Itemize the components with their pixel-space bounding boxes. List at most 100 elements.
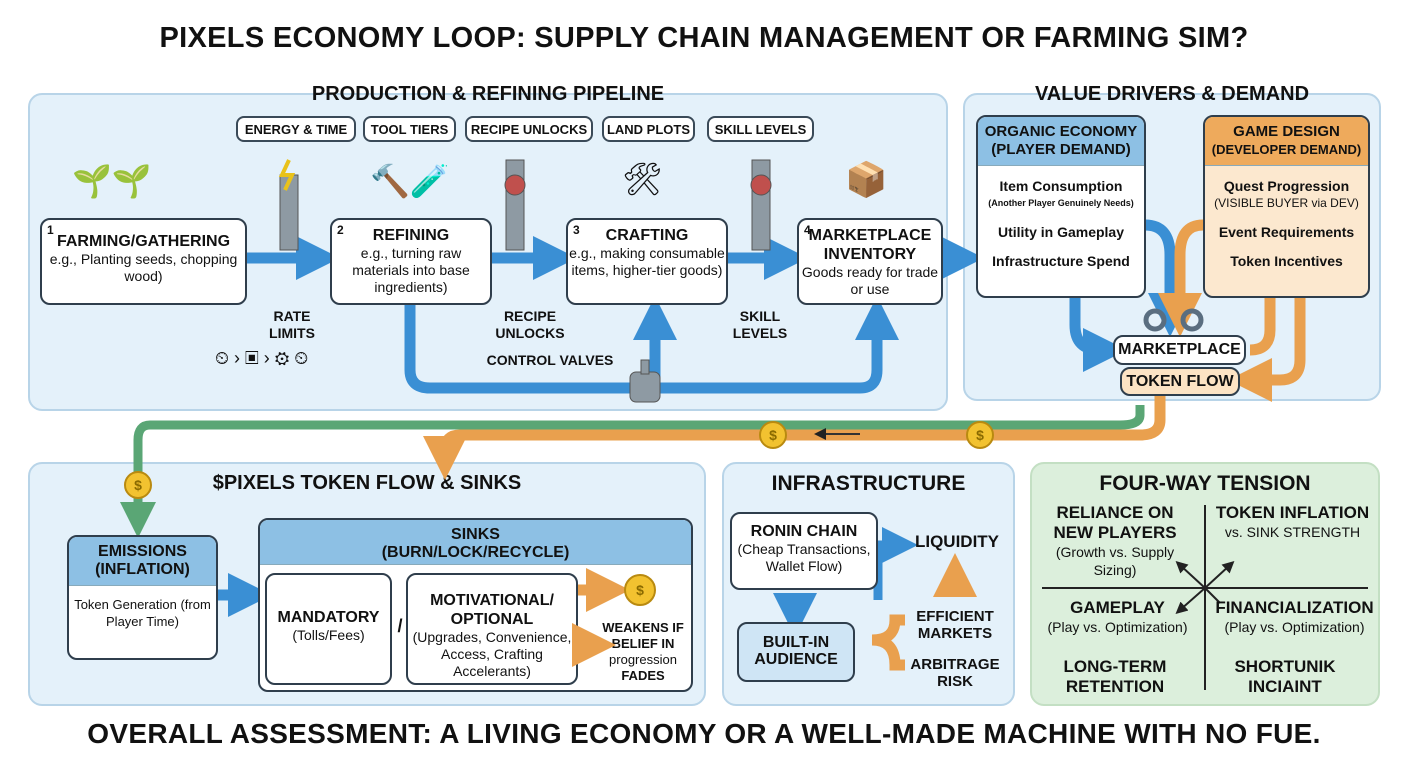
optional-sink: MOTIVATIONAL/ OPTIONAL(Upgrades, Conveni… xyxy=(406,573,578,685)
weakens-line: FADES xyxy=(621,668,665,683)
design-subtitle: (DEVELOPER DEMAND) xyxy=(1211,142,1362,157)
main-title: PIXELS ECONOMY LOOP: SUPPLY CHAIN MANAGE… xyxy=(159,22,1249,54)
tag-tool-tiers: TOOL TIERS xyxy=(363,116,456,142)
design-item-note: (VISIBLE BUYER via DEV) xyxy=(1214,196,1359,210)
ronin-chain-box: RONIN CHAIN(Cheap Transactions, Wallet F… xyxy=(730,512,878,590)
q-desc: (Play vs. Optimization) xyxy=(1224,619,1365,635)
q-title: LONG-TERM RETENTION xyxy=(1063,657,1167,696)
recipe-unlocks-label: RECIPE UNLOCKS xyxy=(495,308,565,341)
q-desc: vs. SINK STRENGTH xyxy=(1224,524,1361,540)
tension-cross xyxy=(1042,505,1368,690)
stage-title: FARMING/GATHERING xyxy=(56,233,231,250)
svg-text:$: $ xyxy=(134,477,142,493)
organic-title: ORGANIC ECONOMY xyxy=(984,123,1138,140)
control-valves-label: CONTROL VALVES xyxy=(486,352,614,368)
tension-token-inflation: TOKEN INFLATION vs. SINK STRENGTH xyxy=(1215,503,1370,541)
q-desc: (Play vs. Optimization) xyxy=(1047,619,1188,635)
game-design-box: GAME DESIGN (DEVELOPER DEMAND) Quest Prog… xyxy=(1203,115,1370,298)
stage-desc: e.g., making consumable items, higher-ti… xyxy=(569,245,725,278)
energy-icon xyxy=(278,159,296,191)
emissions-title: EMISSIONS (INFLATION) xyxy=(69,537,216,586)
q-title: FINANCIALIZATION xyxy=(1215,598,1374,617)
design-item: Event Requirements xyxy=(1218,224,1355,240)
arbitrage-risk-label: ARBITRAGE RISK xyxy=(910,656,1000,690)
organic-economy-box: ORGANIC ECONOMY(PLAYER DEMAND) Item Cons… xyxy=(976,115,1146,298)
design-item: Quest Progression xyxy=(1223,178,1350,194)
mandatory-sink: MANDATORY(Tolls/Fees) xyxy=(265,573,392,685)
tension-short-term: SHORTUNIK INCIAINT xyxy=(1225,657,1345,697)
stage-number: 4 xyxy=(804,223,811,237)
q-title: RELIANCE ON NEW PLAYERS xyxy=(1053,503,1177,542)
q-desc: (Growth vs. Supply Sizing) xyxy=(1055,544,1175,578)
built-in-audience-box: BUILT-IN AUDIENCE xyxy=(737,622,855,682)
organic-subtitle: (PLAYER DEMAND) xyxy=(991,141,1131,158)
emission-arrow xyxy=(120,405,1145,538)
q-title: TOKEN INFLATION xyxy=(1215,503,1370,522)
organic-item: Infrastructure Spend xyxy=(992,253,1130,269)
token-flow-box: TOKEN FLOW xyxy=(1120,367,1240,396)
coin-icons xyxy=(124,421,994,499)
tension-financialization: FINANCIALIZATION (Play vs. Optimization) xyxy=(1212,598,1377,636)
infra-title: INFRASTRUCTURE xyxy=(771,472,966,495)
tension-reliance: RELIANCE ON NEW PLAYERS(Growth vs. Suppl… xyxy=(1040,503,1190,579)
marketplace-box: MARKETPLACE xyxy=(1113,335,1246,365)
stage-desc: e.g., Planting seeds, chopping wood) xyxy=(49,251,238,284)
tools-icon: 🛠 xyxy=(622,161,663,197)
q-title: GAMEPLAY xyxy=(1070,598,1165,617)
weakens-line: WEAKENS IF xyxy=(602,620,684,635)
design-item: Token Incentives xyxy=(1230,253,1343,269)
gear-icons xyxy=(1143,308,1204,332)
tag-recipe-unlocks: RECIPE UNLOCKS xyxy=(465,116,593,142)
sinks-title: SINKS xyxy=(451,526,500,543)
plant-seedling-icon: 🌱🌱 xyxy=(72,163,152,199)
clock-gear-icons: ⏲ › ▣ › ⚙ ⏲ xyxy=(215,348,309,368)
crate-icon: 📦 xyxy=(845,161,888,199)
stage-number: 1 xyxy=(47,223,54,237)
weakens-line: BELIEF IN xyxy=(611,636,675,651)
tension-long-term: LONG-TERM RETENTION xyxy=(1055,657,1175,697)
design-title: GAME DESIGN xyxy=(1233,123,1340,140)
rate-limits-label: RATE LIMITS xyxy=(269,308,315,341)
stage-title: REFINING xyxy=(372,227,450,244)
hammer-flask-icon: 🔨🧪 xyxy=(370,163,450,199)
efficient-markets-label: EFFICIENT MARKETS xyxy=(916,608,994,642)
q-title: SHORTUNIK INCIAINT xyxy=(1234,657,1336,696)
svg-text:$: $ xyxy=(769,427,777,443)
ronin-title: RONIN CHAIN xyxy=(750,523,858,540)
optional-desc: (Upgrades, Convenience, Access, Crafting… xyxy=(412,629,572,679)
tension-title: FOUR-WAY TENSION xyxy=(1099,472,1311,495)
liquidity-label: LIQUIDITY xyxy=(914,532,1000,551)
organic-item: Item Consumption xyxy=(999,178,1123,194)
tag-land-plots: LAND PLOTS xyxy=(602,116,695,142)
stage-number: 2 xyxy=(337,223,344,237)
control-valve-icon xyxy=(629,359,661,403)
stage-desc: Goods ready for trade or use xyxy=(801,264,939,297)
footer-assessment: OVERALL ASSESSMENT: A LIVING ECONOMY OR … xyxy=(87,718,1321,749)
stage-title: CRAFTING xyxy=(605,227,689,244)
sink-separator: / xyxy=(397,616,403,636)
demand-title: VALUE DRIVERS & DEMAND xyxy=(1034,83,1310,105)
emissions-desc: Token Generation (from Player Time) xyxy=(74,597,211,629)
tag-skill-levels: SKILL LEVELS xyxy=(707,116,814,142)
sinks-subtitle: (BURN/LOCK/RECYCLE) xyxy=(381,544,570,561)
organic-item: Utility in Gameplay xyxy=(997,224,1125,240)
stage-title: MARKETPLACE INVENTORY xyxy=(808,227,932,263)
stage-number: 3 xyxy=(573,223,580,237)
organic-item-note: (Another Player Genuinely Needs) xyxy=(988,198,1134,208)
tag-energy-time: ENERGY & TIME xyxy=(236,116,356,142)
pipeline-title: PRODUCTION & REFINING PIPELINE xyxy=(311,83,665,105)
stage-desc: e.g., turning raw materials into base in… xyxy=(352,245,470,295)
ronin-desc: (Cheap Transactions, Wallet Flow) xyxy=(737,541,871,574)
mandatory-desc: (Tolls/Fees) xyxy=(292,627,365,643)
weakens-line: progression xyxy=(609,652,677,667)
emissions-box: EMISSIONS (INFLATION) Token Generation (… xyxy=(67,535,218,660)
svg-text:$: $ xyxy=(976,427,984,443)
optional-title: MOTIVATIONAL/ OPTIONAL xyxy=(430,592,554,628)
mandatory-title: MANDATORY xyxy=(277,609,380,626)
